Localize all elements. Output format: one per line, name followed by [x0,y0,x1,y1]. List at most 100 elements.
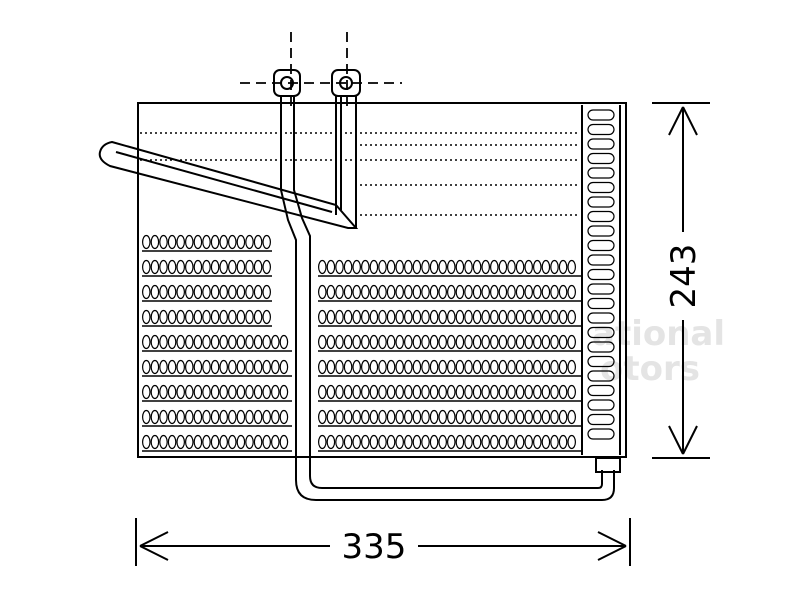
fin-loop [167,284,177,300]
fin-loop [228,384,237,400]
fin-loop [335,384,344,400]
fin-loop [464,284,473,300]
fin-loop [378,359,387,375]
fin-loop [185,384,194,400]
fin-loop [262,359,272,375]
fin-pattern [142,234,582,452]
fin-loop [228,309,237,325]
width-arrow-left [139,531,169,561]
fin-loop [176,434,186,450]
tank-oval [587,210,615,223]
fin-loop [202,284,211,300]
fin-loop [202,384,211,400]
fin-loop [378,334,387,350]
fin-loop [507,409,516,425]
fin-loop [558,284,568,300]
fin-loop [279,334,289,350]
fin-loop [185,359,194,375]
fin-loop [386,284,396,300]
fin-loop [550,384,559,400]
tank-oval [587,413,615,426]
fin-loop [395,309,405,325]
fin-loop [228,259,237,275]
fin-loop [429,284,439,300]
fin-loop [481,259,491,275]
fin-loop [176,334,186,350]
fin-loop [421,409,430,425]
fin-loop [193,259,203,275]
fin-loop [481,284,491,300]
fin-loop [228,234,237,250]
fin-loop [507,334,516,350]
fin-loop [489,259,499,275]
fin-loop [262,434,272,450]
fin-loop [253,259,263,275]
tank-oval [587,167,615,179]
fin-loop [567,334,577,350]
diagonal-header-inner [115,151,333,213]
fin-loop [245,384,254,400]
fin-loop [202,434,211,450]
fin-loop [352,309,362,325]
fin-loop [262,284,272,300]
fin-loop [219,259,229,275]
fin-loop [498,284,508,300]
fin-loop [532,259,542,275]
fin-loop [236,409,246,425]
fin-loop [558,384,568,400]
fin-loop [395,359,405,375]
tank-oval [587,254,615,266]
fin-loop [532,384,542,400]
height-arrow-bottom [668,425,698,455]
fin-row-left [142,359,292,377]
fin-loop [352,259,362,275]
fin-loop [489,384,499,400]
fin-loop [515,334,525,350]
fin-loop [219,234,229,250]
fin-loop [150,359,160,375]
fin-loop [253,384,263,400]
fin-loop [253,409,263,425]
fin-loop [270,434,280,450]
fin-loop [524,284,534,300]
fin-loop [360,359,370,375]
fin-loop [403,259,413,275]
fin-loop [167,234,177,250]
fin-loop [403,384,413,400]
fin-loop [236,309,246,325]
fin-loop [326,259,336,275]
fin-loop [403,434,413,450]
tank-oval [587,341,615,353]
fin-loop [167,359,177,375]
fin-loop [498,309,508,325]
fin-loop [245,334,254,350]
fin-loop [558,259,568,275]
tank-oval [587,268,615,281]
fin-loop [262,409,272,425]
fin-loop [335,359,344,375]
fin-loop [245,434,254,450]
fin-loop [360,384,370,400]
fin-loop [550,434,559,450]
tank-oval [587,312,615,324]
side-tank-ovals [587,109,615,440]
fin-loop [438,409,448,425]
fin-loop [498,359,508,375]
fin-loop [541,334,551,350]
fin-loop [507,309,516,325]
fin-loop [185,259,194,275]
fin-loop [193,384,203,400]
fin-loop [142,434,151,450]
fin-loop [279,359,289,375]
fin-loop [219,284,229,300]
fin-loop [438,359,448,375]
fin-loop [421,334,430,350]
fin-loop [403,284,413,300]
fin-row-left [142,434,292,452]
fin-loop [253,434,263,450]
fin-loop [567,309,577,325]
tank-oval [587,196,615,208]
fin-loop [159,359,168,375]
fin-loop [455,309,465,325]
fin-loop [429,309,439,325]
